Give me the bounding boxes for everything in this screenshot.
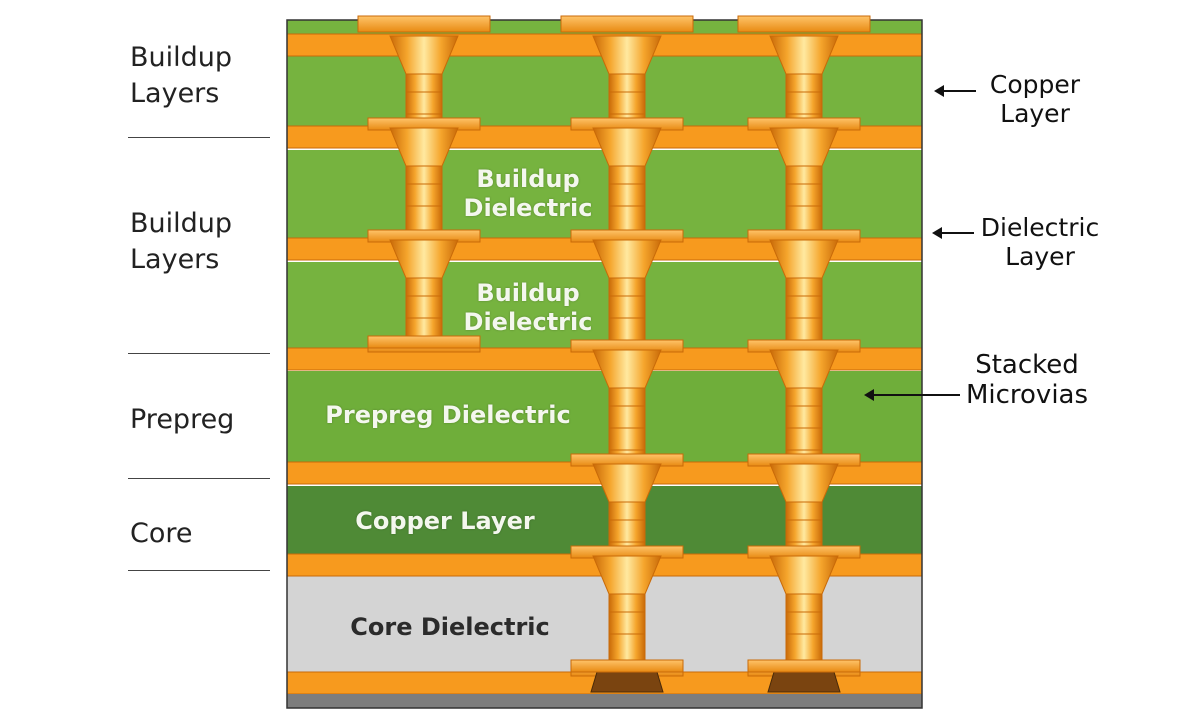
label-line: Copper Layer — [355, 507, 535, 535]
via-barrel — [785, 387, 823, 459]
label-prepreg: Prepreg — [130, 402, 234, 438]
label-line: Buildup — [476, 165, 580, 193]
via-barrel — [608, 593, 646, 661]
buildup-dielectric-band — [287, 262, 922, 348]
divider — [128, 478, 270, 479]
callout-line: Layer — [1005, 242, 1075, 271]
via-top-pad — [560, 15, 694, 33]
arrow-stacked-microvias — [864, 389, 960, 401]
label-line: Prepreg — [130, 404, 235, 435]
callout-stacked-microvias: Stacked Microvias — [962, 350, 1092, 410]
label-prepreg-dielectric: Prepreg Dielectric — [318, 401, 578, 430]
via-barrel — [405, 73, 443, 123]
arrow-dielectric-layer — [932, 227, 974, 239]
label-core-dielectric: Core Dielectric — [340, 613, 560, 642]
via-barrel — [785, 277, 823, 345]
label-line: Prepreg Dielectric — [325, 401, 571, 429]
label-line: Dielectric — [463, 194, 593, 222]
via-barrel — [608, 73, 646, 123]
divider — [128, 353, 270, 354]
callout-line: Microvias — [965, 380, 1089, 410]
divider — [128, 137, 270, 138]
callout-line: Dielectric — [980, 213, 1100, 242]
via-barrel — [405, 165, 443, 235]
stacked-microvias — [357, 15, 871, 693]
via-barrel — [608, 501, 646, 551]
label-buildup-dielectric-1: Buildup Dielectric — [458, 165, 598, 223]
callout-copper-layer: Copper Layer — [980, 70, 1090, 128]
arrow-copper-layer — [934, 85, 976, 97]
label-line: Core Dielectric — [350, 613, 550, 641]
via-barrel — [608, 387, 646, 459]
via-barrel — [405, 277, 443, 337]
callout-line: Layer — [1000, 99, 1070, 128]
label-line: Buildup — [476, 279, 580, 307]
via-barrel — [608, 165, 646, 235]
via-top-pad — [737, 15, 871, 33]
label-line: Layers — [130, 244, 220, 275]
label-line: Core — [130, 518, 193, 549]
via-bottom-pad — [367, 335, 481, 349]
via-bottom-pad — [570, 659, 684, 673]
base-layer — [287, 694, 922, 708]
label-buildup-layers-top: Buildup Layers — [130, 40, 232, 112]
via-barrel — [785, 593, 823, 661]
label-line: Buildup — [130, 208, 233, 239]
label-buildup-layers-mid: Buildup Layers — [130, 206, 232, 278]
label-copper-layer: Copper Layer — [340, 507, 550, 536]
divider — [128, 570, 270, 571]
via-top-pad — [357, 15, 491, 33]
label-buildup-dielectric-2: Buildup Dielectric — [458, 279, 598, 337]
label-line: Layers — [130, 78, 220, 109]
via-bottom-pad — [747, 659, 861, 673]
via-bottom-contact — [767, 671, 841, 693]
via-barrel — [785, 73, 823, 123]
buildup-dielectric-band — [287, 56, 922, 126]
callout-dielectric-layer: Dielectric Layer — [975, 213, 1105, 271]
via-barrel — [608, 277, 646, 345]
via-barrel — [785, 501, 823, 551]
callout-line: Stacked — [975, 350, 1079, 380]
label-line: Dielectric — [463, 308, 593, 336]
label-core: Core — [130, 516, 193, 552]
callout-line: Copper — [989, 70, 1081, 99]
label-line: Buildup — [130, 42, 233, 73]
via-barrel — [785, 165, 823, 235]
buildup-dielectric-band — [287, 150, 922, 238]
via-bottom-contact — [590, 671, 664, 693]
